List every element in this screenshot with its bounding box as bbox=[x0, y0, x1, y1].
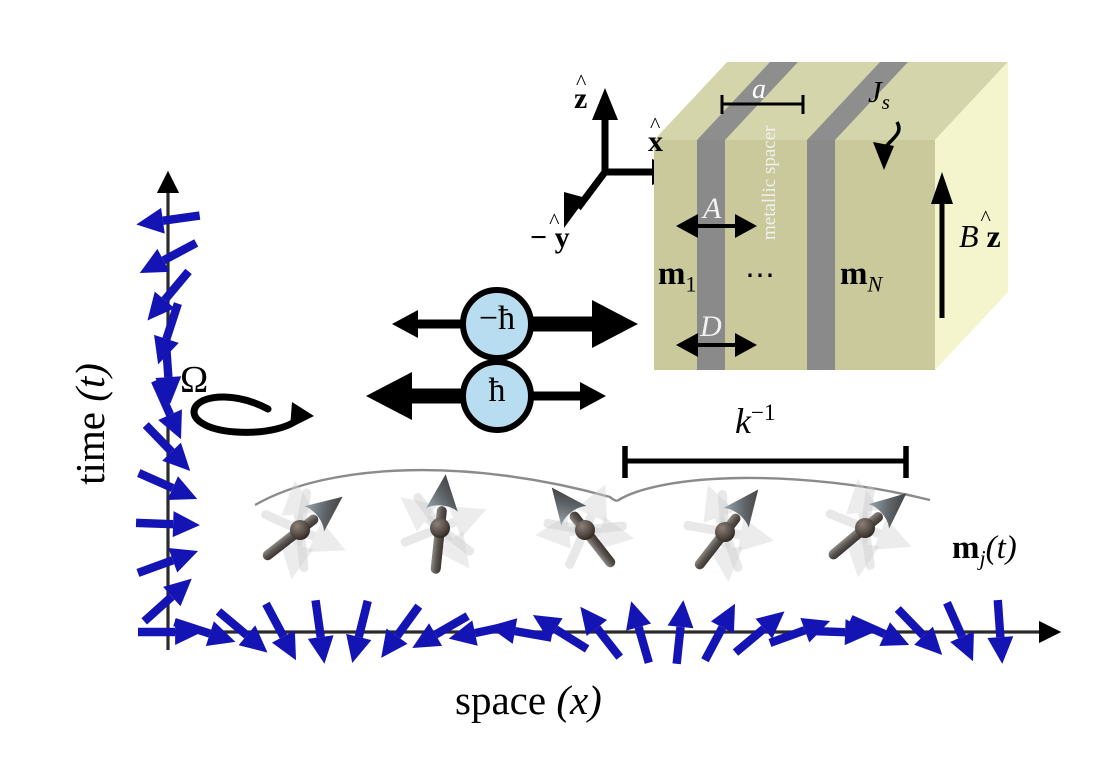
triad-z-label: ^ z bbox=[574, 69, 588, 115]
spin-cone-3 bbox=[683, 485, 775, 582]
hbar-label: ħ bbox=[488, 372, 506, 409]
x-spin-arrow-15 bbox=[732, 611, 785, 656]
t-spin-arrow-2 bbox=[135, 511, 200, 538]
spacer-front-2 bbox=[807, 140, 835, 370]
t-spin-arrow-5 bbox=[151, 379, 182, 440]
triad-y-head bbox=[564, 192, 586, 228]
x-spin-arrow-5 bbox=[346, 599, 372, 664]
block-side-face bbox=[935, 62, 1008, 370]
spin-current-label: Js bbox=[868, 74, 890, 115]
quantum-bottom-left-arrowhead bbox=[366, 372, 412, 420]
x-spin-arrow-13 bbox=[667, 600, 694, 665]
spin-cone-2 bbox=[535, 484, 635, 569]
x-spin-arrow-10 bbox=[532, 615, 590, 653]
lattice-constant-label: a bbox=[752, 74, 766, 105]
t-spin-arrow-8 bbox=[147, 268, 192, 321]
quantum-top-left-arrowhead bbox=[392, 310, 418, 338]
t-spin-arrow-0 bbox=[141, 578, 192, 625]
quantum-top-right-arrowhead bbox=[592, 300, 638, 348]
precession-envelope-curve bbox=[254, 468, 931, 507]
spin-cone-1 bbox=[400, 474, 487, 574]
x-axis-spin-arrows bbox=[138, 599, 1014, 665]
x-spin-arrow-11 bbox=[580, 606, 624, 660]
magnetic-field-label: B ^z bbox=[959, 205, 1001, 254]
wavelength-measure-bar bbox=[622, 446, 909, 478]
t-spin-arrow-9 bbox=[139, 239, 199, 274]
omega-label: Ω bbox=[180, 359, 209, 401]
spin-cone-0 bbox=[261, 480, 346, 580]
metallic-spacer-label: metallic spacer bbox=[759, 125, 780, 240]
m1-label: m1 bbox=[658, 256, 697, 297]
dmi-D-label: D bbox=[700, 310, 722, 343]
x-spin-arrow-19 bbox=[894, 606, 943, 656]
t-spin-arrow-3 bbox=[137, 469, 198, 500]
exchange-A-label: A bbox=[703, 192, 722, 225]
block-top-face bbox=[654, 62, 1008, 140]
A-measure-arrow bbox=[676, 214, 757, 238]
D-measure-arrow bbox=[676, 333, 757, 357]
lattice-constant-measure bbox=[720, 95, 805, 114]
x-spin-arrow-20 bbox=[943, 601, 974, 662]
spin-cone-4-pivot bbox=[855, 518, 875, 538]
triad-y-label: − ^ y bbox=[530, 208, 570, 254]
spin-current-arrow bbox=[873, 121, 901, 170]
wavevector-label: k−1 bbox=[735, 400, 776, 441]
mN-label: mN bbox=[840, 256, 883, 297]
t-spin-arrow-4 bbox=[142, 422, 191, 472]
x-spin-arrow-1 bbox=[173, 618, 236, 646]
block-front-face bbox=[654, 140, 935, 370]
t-spin-arrow-7 bbox=[154, 302, 182, 365]
layer-ellipsis: ⋯ bbox=[745, 259, 778, 292]
t-spin-arrow-10 bbox=[136, 207, 201, 234]
spacer-top-1 bbox=[697, 62, 798, 140]
x-spin-arrow-4 bbox=[307, 599, 334, 664]
quantum-circle-hbar bbox=[460, 359, 534, 433]
x-spin-arrow-9 bbox=[488, 618, 553, 644]
t-spin-arrow-1 bbox=[136, 548, 199, 577]
minus-hbar-label: −ħ bbox=[478, 300, 516, 337]
t-axis-spin-arrows bbox=[135, 207, 201, 625]
spin-cone-group bbox=[261, 474, 912, 582]
x-spin-arrow-7 bbox=[412, 612, 470, 648]
spin-cone-0-pivot bbox=[290, 520, 310, 540]
x-spin-arrow-12 bbox=[626, 601, 653, 664]
spacer-front-1 bbox=[697, 140, 725, 370]
spin-cone-1-pivot bbox=[430, 518, 450, 538]
spacer-top-2 bbox=[807, 62, 908, 140]
spin-cone-2-pivot bbox=[575, 520, 595, 540]
t-axis-label: time (t) bbox=[67, 363, 113, 485]
x-spin-arrow-14 bbox=[701, 603, 736, 663]
x-axis-label: space (x) bbox=[455, 677, 602, 723]
spin-cone-3-pivot bbox=[715, 522, 735, 542]
quantum-circle-minus-hbar bbox=[460, 287, 534, 361]
spin-vector-label: mj(t) bbox=[952, 530, 1017, 571]
triad-x-label: ^ x bbox=[648, 112, 663, 158]
x-spin-arrow-18 bbox=[849, 615, 910, 646]
spin-cone-4 bbox=[825, 478, 912, 578]
quantum-bottom-right-arrowhead bbox=[580, 382, 606, 410]
x-spin-arrow-21 bbox=[987, 599, 1014, 664]
magnetic-field-arrow bbox=[931, 172, 953, 318]
x-spin-arrow-17 bbox=[807, 619, 872, 646]
triad-z-head bbox=[592, 88, 618, 120]
quanta-group bbox=[366, 287, 638, 433]
x-spin-arrow-6 bbox=[381, 603, 423, 658]
x-spin-arrow-2 bbox=[215, 608, 268, 653]
precession-rotation-arrow bbox=[190, 393, 314, 436]
x-spin-arrow-3 bbox=[262, 601, 297, 661]
